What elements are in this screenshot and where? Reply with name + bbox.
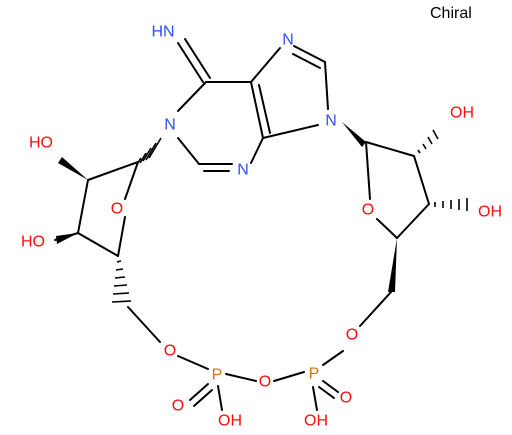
- stereo-bonds: [56, 122, 468, 303]
- atom-o-bridge: O: [259, 374, 271, 391]
- bond-p-right-oh: [312, 386, 318, 411]
- bond-p-right-dbl-o-inner: [318, 386, 335, 399]
- bond-r-c5-o: [359, 291, 392, 327]
- bond-l-c1-o: [124, 161, 139, 200]
- bond-c4-c5-inner: [258, 84, 271, 134]
- bond-r-c4-o: [376, 218, 398, 239]
- bond-p-left-oh: [217, 385, 223, 411]
- wedge-l-c3-oh: [56, 233, 78, 244]
- atom-o-ring-left: O: [111, 201, 123, 218]
- bond-p-left-o-bridge: [225, 373, 257, 382]
- bond-p-left-dbl-o-inner: [193, 389, 213, 407]
- bond-p-left-dbl-o: [189, 383, 209, 401]
- atom-imine-nh: HN: [151, 24, 174, 41]
- atom-oh-right-lower: OH: [478, 204, 502, 221]
- atom-n1: N: [164, 117, 176, 134]
- bond-c5-n7: [250, 47, 281, 83]
- atom-ho-left-upper: HO: [29, 135, 53, 152]
- bond-o-p-left: [177, 355, 209, 370]
- bond-p-right-dbl-o: [322, 380, 339, 393]
- bond-r-c1-c2: [365, 141, 415, 157]
- atom-oh-right-upper: OH: [450, 105, 474, 122]
- bonds: [54, 38, 430, 411]
- bond-c6-nh: [177, 42, 204, 83]
- hash-l-c1-n1: [136, 137, 162, 165]
- atom-oh-p-right: OH: [304, 413, 328, 430]
- hash-l-c4-c5: [111, 260, 132, 303]
- bond-l-c2-c1: [87, 161, 139, 181]
- bond-p-right-o: [322, 350, 344, 366]
- atom-ho-left-lower: HO: [21, 234, 45, 251]
- hash-r-c2-oh: [417, 129, 439, 154]
- atom-o-dbl-left: O: [172, 398, 184, 415]
- atom-n9: N: [325, 113, 337, 130]
- bond-l-c5-o: [127, 306, 161, 343]
- bond-l-c4-c3: [77, 232, 119, 257]
- atom-p-right: P: [309, 366, 320, 383]
- bond-l-o-c4: [117, 216, 126, 257]
- bond-n1-c2: [177, 137, 200, 165]
- bond-c6-nh-inner: [184, 38, 211, 79]
- atom-oh-p-left: OH: [218, 413, 242, 430]
- bond-n7-c8: [293, 45, 326, 63]
- bond-r-o-c1: [365, 141, 371, 200]
- bond-o-bridge-p-right: [273, 371, 305, 382]
- bond-l-c3-c2: [77, 179, 89, 234]
- wedge-r-c4-c5: [388, 238, 397, 292]
- bond-r-c3-c4: [396, 203, 430, 239]
- atom-o-link-right: O: [346, 327, 358, 344]
- atom-p-left: P: [212, 367, 223, 384]
- atom-o-ring-right: O: [362, 202, 374, 219]
- bond-n3-c4: [250, 137, 264, 164]
- bond-n9-c4: [262, 124, 319, 139]
- bond-r-c2-c3: [413, 155, 430, 205]
- bond-c4-c5: [250, 81, 264, 139]
- hash-r-c3-oh: [434, 198, 468, 211]
- atom-o-link-left: O: [164, 343, 176, 360]
- atom-n7: N: [282, 32, 294, 49]
- bond-c6-n1: [177, 81, 207, 112]
- wedge-r-n9-c1: [342, 122, 366, 147]
- wedge-l-c2-oh: [58, 157, 88, 180]
- chiral-label: Chiral: [430, 5, 472, 22]
- bond-n7-c8-inner: [292, 53, 321, 69]
- bond-c8-n9: [324, 61, 329, 110]
- atom-labels: HN N N N N HO HO O OH OH O O O O P P O O…: [21, 24, 502, 430]
- atom-n3: N: [237, 162, 249, 179]
- atom-o-dbl-right: O: [340, 390, 352, 407]
